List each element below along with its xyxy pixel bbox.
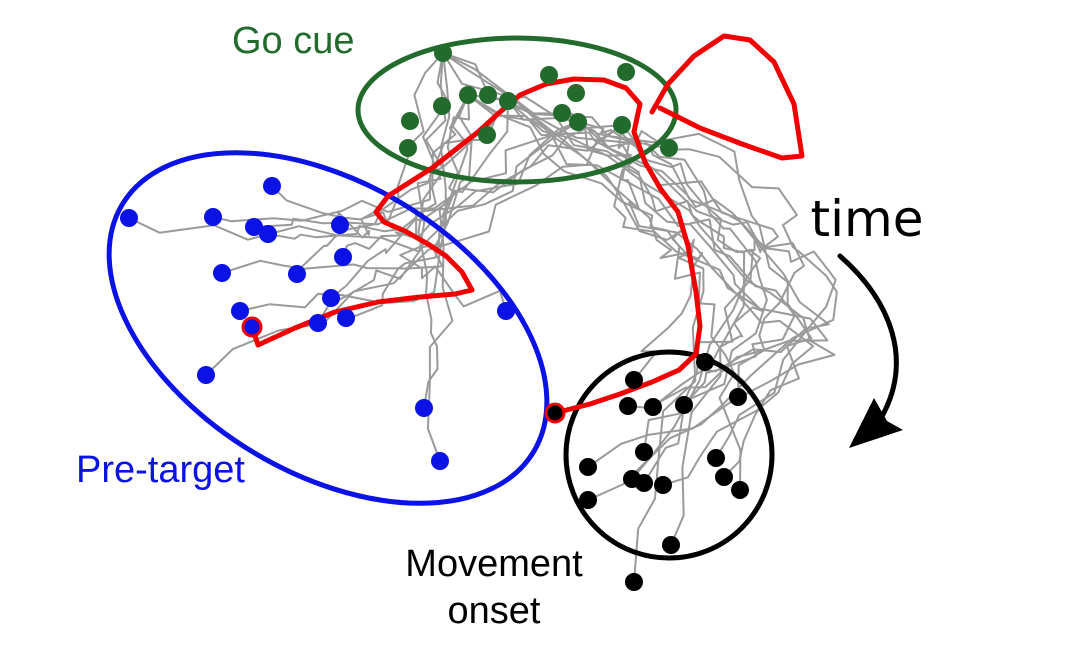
gray-trajectory [399, 121, 838, 501]
movement-onset-point [619, 397, 637, 415]
go-cue-point [553, 104, 571, 122]
go-cue-point [479, 86, 497, 104]
movement-onset-point [662, 536, 680, 554]
pre-target-point [497, 302, 515, 320]
movement-onset-point [715, 468, 733, 486]
pre-target-point [213, 264, 231, 282]
movement-onset-point [675, 396, 693, 414]
time-label: time [811, 190, 924, 248]
go-cue-point [660, 139, 678, 157]
pre-target-point [204, 208, 222, 226]
pre-target-label: Pre-target [76, 449, 245, 491]
movement-onset-label-line1: Movement [405, 543, 583, 585]
movement-onset-point [625, 371, 643, 389]
time-arrowhead-icon [849, 398, 903, 448]
go-cue-point [401, 112, 419, 130]
highlight-start-point [241, 316, 263, 338]
pre-target-point [231, 302, 249, 320]
pre-target-point [288, 265, 306, 283]
movement-onset-point [731, 481, 749, 499]
go-cue-point [434, 44, 452, 62]
pre-target-points [120, 177, 515, 470]
movement-onset-points [579, 353, 749, 591]
go-cue-point [478, 126, 496, 144]
pre-target-region [106, 150, 550, 506]
gray-trajectory [253, 119, 746, 546]
go-cue-point [499, 92, 517, 110]
go-cue-point [613, 116, 631, 134]
movement-onset-point [579, 491, 597, 509]
pre-target-point [263, 177, 281, 195]
go-cue-points [399, 44, 678, 157]
gray-trajectory [345, 100, 779, 480]
movement-onset-point [707, 449, 725, 467]
movement-onset-point [625, 573, 643, 591]
movement-onset-point [729, 388, 747, 406]
movement-onset-point [635, 474, 653, 492]
pre-target-point [431, 452, 449, 470]
gray-trajectory [317, 94, 796, 406]
gray-trajectory [239, 52, 705, 583]
go-cue-point [459, 86, 477, 104]
pre-target-point [322, 289, 340, 307]
movement-onset-region [563, 349, 775, 561]
movement-onset-label-line2: onset [448, 590, 541, 632]
time-arrow [837, 253, 899, 423]
go-cue-point [567, 84, 585, 102]
pre-target-point [337, 309, 355, 327]
highlight-end-point [544, 402, 566, 424]
pre-target-point [334, 248, 352, 266]
gray-trajectory [267, 124, 830, 408]
pre-target-point [309, 314, 327, 332]
pre-target-point [245, 218, 263, 236]
movement-onset-point [635, 443, 653, 461]
pre-target-point [197, 366, 215, 384]
go-cue-point [433, 97, 451, 115]
go-cue-point [540, 66, 558, 84]
movement-onset-point [644, 398, 662, 416]
go-cue-label: Go cue [232, 20, 355, 62]
go-cue-point [399, 139, 417, 157]
pre-target-point [331, 216, 349, 234]
pre-target-point [415, 399, 433, 417]
movement-onset-point [579, 458, 597, 476]
go-cue-point [617, 63, 635, 81]
pre-target-point [259, 225, 277, 243]
movement-onset-point [696, 353, 714, 371]
go-cue-point [569, 113, 587, 131]
pre-target-point [120, 209, 138, 227]
go-cue-region [355, 35, 679, 185]
movement-onset-point [654, 476, 672, 494]
